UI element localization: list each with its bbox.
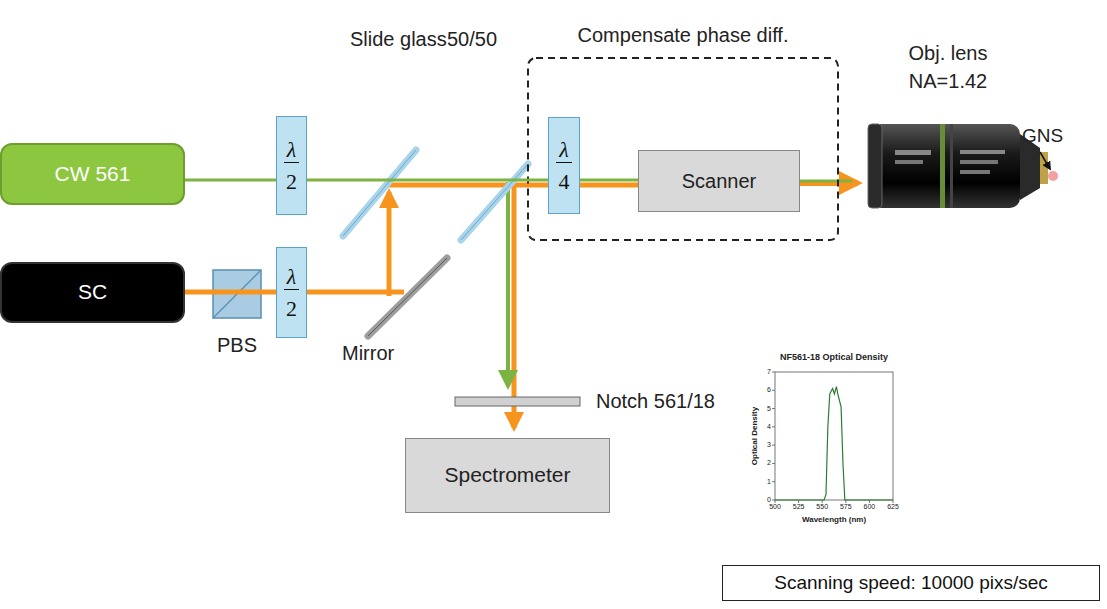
slide-glass-edge [343, 150, 416, 236]
od-curve [775, 387, 893, 500]
fraction-numerator: λ [284, 264, 300, 290]
group-heading: Compensate phase diff. [578, 24, 789, 47]
tick-label: 1 [767, 478, 771, 486]
tick [772, 372, 775, 373]
part-label: Mirror [342, 342, 394, 364]
tick-label: 5 [767, 405, 771, 413]
compensation-group: Compensate phase diff.λ4Scanner [528, 58, 838, 240]
tick [772, 481, 775, 482]
axis-title: Optical Density [751, 407, 760, 465]
node-label: Scanning speed: 10000 pixs/sec [774, 572, 1048, 594]
tick-label: 7 [767, 368, 771, 376]
plot-frame [775, 372, 893, 500]
quarter-wave-plate: λ4 [548, 117, 580, 214]
scanner-box: Scanner [638, 150, 800, 212]
compensation-region [528, 58, 838, 240]
tick-label: 625 [887, 503, 899, 511]
beam-splitter [461, 164, 528, 240]
spectrometer-box: Spectrometer [405, 438, 610, 513]
tick-label: 0 [767, 496, 771, 504]
beam-connector [580, 179, 638, 182]
beam-connector [185, 179, 276, 182]
tick-label: 500 [769, 503, 781, 511]
part-label: Slide glass [350, 28, 447, 50]
fraction-numerator: λ [556, 137, 572, 163]
half-wave-plate: λ2 [276, 247, 307, 338]
node-label: CW 561 [55, 162, 131, 186]
axis-title: Wavelength (nm) [802, 516, 866, 525]
part-label: PBS [217, 334, 257, 356]
part-label: Notch 561/18 [596, 390, 715, 412]
gns-pointer [1040, 152, 1050, 169]
od-chart [772, 372, 893, 503]
tick [772, 445, 775, 446]
part-label: NA=1.42 [909, 70, 987, 92]
fraction-denominator: 4 [556, 169, 573, 194]
fraction-denominator: 2 [283, 296, 300, 321]
part-label: Obj. lens [909, 42, 988, 64]
half-wave-plate: λ2 [276, 116, 307, 215]
tick-label: 6 [767, 386, 771, 394]
tick-label: 525 [793, 503, 805, 511]
fraction-numerator: λ [284, 137, 300, 163]
part-label: GNS [1022, 126, 1063, 147]
tick [772, 390, 775, 391]
tick [772, 408, 775, 409]
tick-label: 3 [767, 441, 771, 449]
laser-source: CW 561 [0, 143, 185, 205]
mirror-edge [368, 258, 447, 336]
tick-label: 550 [816, 503, 828, 511]
laser-source: SC [0, 262, 185, 323]
node-label: SC [78, 280, 107, 304]
note-box: Scanning speed: 10000 pixs/sec [722, 565, 1100, 601]
node-label: Scanner [682, 170, 757, 193]
fraction-denominator: 2 [283, 169, 300, 194]
slide-glass [343, 150, 416, 236]
tick-label: 4 [767, 423, 771, 431]
notch-filter [455, 397, 580, 406]
beam-connector [307, 179, 548, 182]
beam-splitter-edge [461, 164, 528, 240]
tick-label: 575 [840, 503, 852, 511]
mirror [368, 258, 447, 336]
beam-connector [185, 290, 276, 295]
tick-label: 600 [864, 503, 876, 511]
tick [772, 426, 775, 427]
chart-title: NF561-18 Optical Density [780, 353, 888, 363]
tick [772, 500, 775, 501]
tick [772, 463, 775, 464]
node-label: Spectrometer [444, 463, 570, 487]
part-label: 50/50 [447, 28, 497, 50]
tick-label: 2 [767, 460, 771, 468]
